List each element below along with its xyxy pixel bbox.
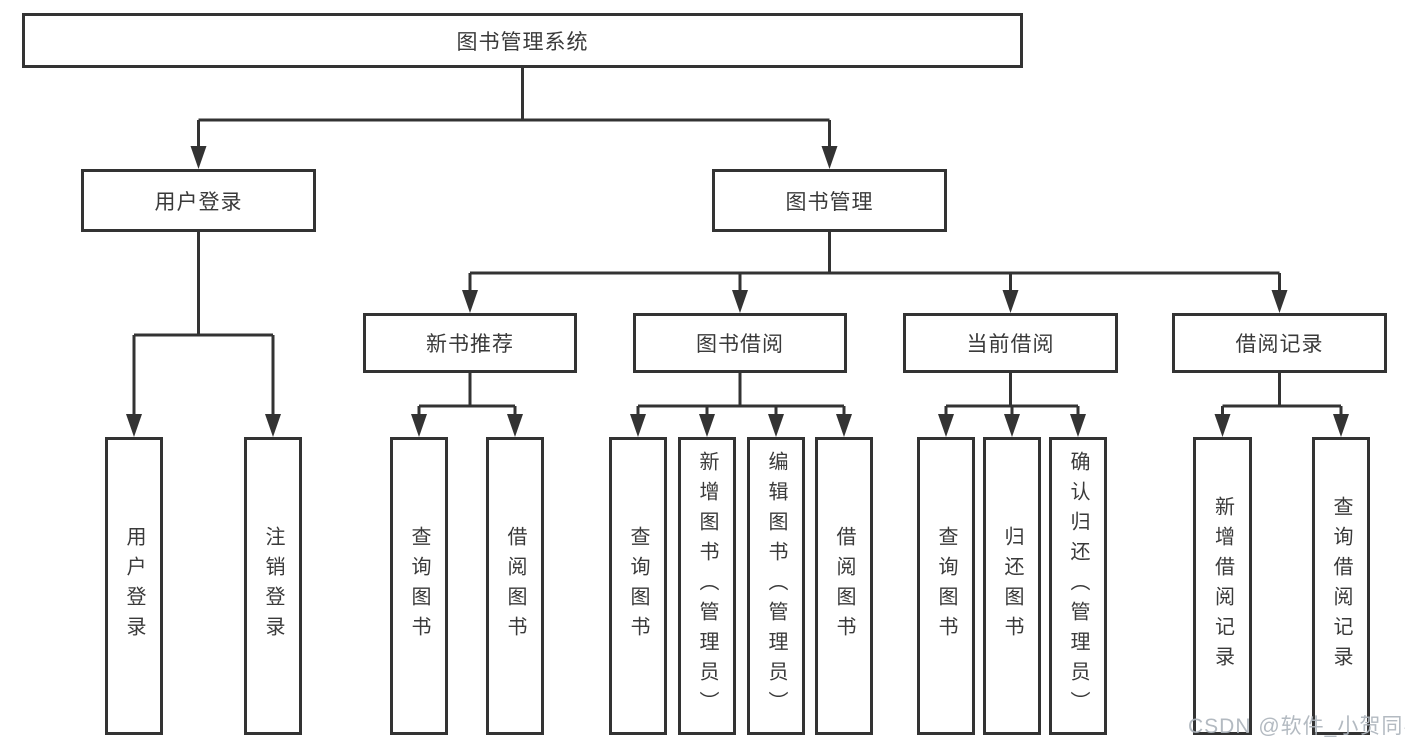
leaf-borrow-books-borrowing: 借阅图书 <box>815 437 873 735</box>
leaf-query-books-borrowing: 查询图书 <box>609 437 667 735</box>
leaf-logout-login: 注销登录 <box>244 437 302 735</box>
leaf-borrow-books-recommend: 借阅图书 <box>486 437 544 735</box>
connector-book-borrowing-children <box>636 373 846 415</box>
leaf-edit-books-admin: 编辑图书（管理员） <box>747 437 805 735</box>
connector-book-management-children <box>468 232 1281 291</box>
leaf-add-books-admin: 新增图书（管理员） <box>678 437 736 735</box>
connector-current-borrowing-children <box>944 373 1080 415</box>
leaf-query-books-current: 查询图书 <box>917 437 975 735</box>
leaf-return-books: 归还图书 <box>983 437 1041 735</box>
leaf-add-borrowing-record: 新增借阅记录 <box>1193 437 1252 735</box>
node-current-borrowing: 当前借阅 <box>903 313 1118 373</box>
watermark: CSDN @软件_小贺同学 <box>1188 715 1405 738</box>
node-new-book-recommendation: 新书推荐 <box>363 313 577 373</box>
leaf-query-books-recommend: 查询图书 <box>390 437 448 735</box>
leaf-confirm-return-admin: 确认归还（管理员） <box>1049 437 1107 735</box>
arrowhead-icons <box>126 146 1349 437</box>
node-root: 图书管理系统 <box>22 13 1023 68</box>
node-user-login: 用户登录 <box>81 169 316 232</box>
leaf-query-borrowing-record: 查询借阅记录 <box>1312 437 1370 735</box>
node-book-borrowing: 图书借阅 <box>633 313 847 373</box>
leaf-user-login: 用户登录 <box>105 437 163 735</box>
connector-borrowing-records-children <box>1221 373 1343 415</box>
connector-new-book-children <box>417 373 517 415</box>
node-book-management: 图书管理 <box>712 169 947 232</box>
connector-root-to-level2 <box>197 68 831 147</box>
node-borrowing-records: 借阅记录 <box>1172 313 1387 373</box>
connector-user-login-children <box>132 232 275 415</box>
